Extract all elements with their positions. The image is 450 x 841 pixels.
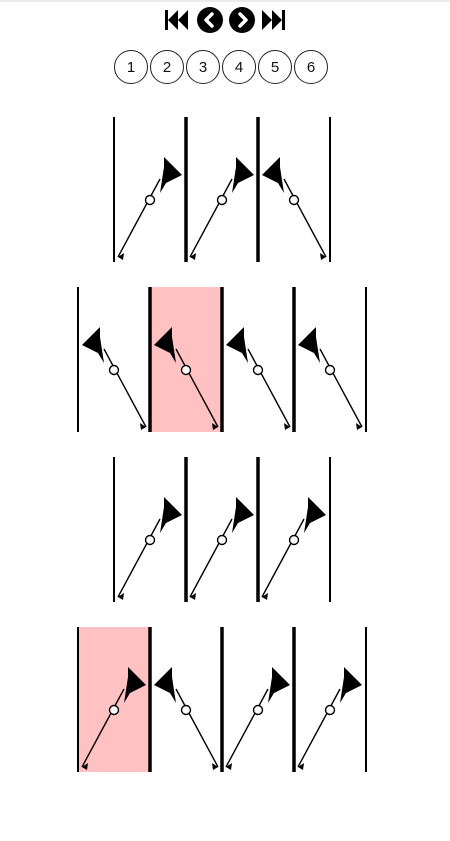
top-border	[0, 0, 450, 2]
joint-circle	[324, 364, 336, 376]
joint-circle	[144, 194, 156, 206]
stick-line	[189, 178, 233, 258]
stick-line	[247, 348, 291, 428]
notation-cell	[81, 667, 146, 770]
arrowhead-shape	[160, 157, 182, 193]
foot-tick	[82, 763, 88, 770]
arrowhead-shape	[268, 667, 290, 703]
skip-to-last-button[interactable]	[260, 6, 288, 34]
skip-to-last-icon	[262, 10, 285, 30]
page-selector: 1 2 3 4 5 6	[0, 50, 450, 86]
arrowhead-shape	[154, 327, 176, 363]
page-button-5[interactable]: 5	[258, 50, 292, 84]
arrowhead-shape	[340, 667, 362, 703]
notation-cell	[117, 497, 182, 600]
arrowhead-shape	[154, 667, 176, 703]
stick-line	[225, 688, 269, 768]
notation-row	[77, 627, 367, 772]
stick-line	[189, 518, 233, 598]
joint-circle	[180, 704, 192, 716]
previous-circle-icon	[197, 7, 223, 33]
notation-cell	[226, 327, 291, 430]
notation-cell	[82, 327, 147, 430]
highlighted-cell	[78, 627, 150, 772]
foot-tick	[226, 763, 232, 770]
stick-line	[175, 688, 219, 768]
foot-tick	[298, 763, 304, 770]
arrowhead-shape	[82, 327, 104, 363]
notation-row	[113, 117, 331, 262]
foot-tick	[212, 423, 218, 430]
foot-tick	[140, 423, 146, 430]
notation-cell	[154, 667, 219, 770]
joint-circle	[252, 704, 264, 716]
stick-line	[103, 348, 147, 428]
arrowhead-shape	[226, 327, 248, 363]
joint-circle	[108, 704, 120, 716]
joint-circle	[180, 364, 192, 376]
foot-tick	[118, 253, 124, 260]
stick-line	[297, 688, 341, 768]
next-circle-icon	[229, 7, 255, 33]
arrowhead-shape	[304, 497, 326, 533]
stick-line	[81, 688, 125, 768]
stick-line	[117, 178, 161, 258]
arrowhead-shape	[160, 497, 182, 533]
arrowhead-shape	[232, 157, 254, 193]
joint-circle	[144, 534, 156, 546]
stick-line	[283, 178, 327, 258]
page-button-2[interactable]: 2	[150, 50, 184, 84]
page-button-1[interactable]: 1	[114, 50, 148, 84]
skip-to-first-button[interactable]	[162, 6, 190, 34]
joint-circle	[288, 194, 300, 206]
joint-circle	[288, 534, 300, 546]
page-button-6[interactable]: 6	[294, 50, 328, 84]
page-button-4[interactable]: 4	[222, 50, 256, 84]
notation-cell	[261, 497, 326, 600]
foot-tick	[212, 763, 218, 770]
notation-cell	[225, 667, 290, 770]
arrowhead-shape	[298, 327, 320, 363]
foot-tick	[190, 593, 196, 600]
notation-row	[113, 457, 331, 602]
joint-circle	[216, 194, 228, 206]
foot-tick	[356, 423, 362, 430]
foot-tick	[262, 593, 268, 600]
page-button-3[interactable]: 3	[186, 50, 220, 84]
foot-tick	[190, 253, 196, 260]
arrowhead-shape	[124, 667, 146, 703]
joint-circle	[216, 534, 228, 546]
skip-to-first-icon	[165, 10, 188, 30]
stick-line	[319, 348, 363, 428]
navigation-bar	[0, 6, 450, 34]
notation-cell	[189, 497, 254, 600]
notation-cell	[154, 327, 219, 430]
highlighted-cell	[150, 287, 222, 432]
notation-cell	[298, 327, 363, 430]
foot-tick	[284, 423, 290, 430]
joint-circle	[324, 704, 336, 716]
notation-row	[77, 287, 367, 432]
foot-tick	[320, 253, 326, 260]
notation-cell	[117, 157, 182, 260]
joint-circle	[252, 364, 264, 376]
arrowhead-shape	[262, 157, 284, 193]
stick-line	[261, 518, 305, 598]
foot-tick	[118, 593, 124, 600]
notation-cell	[262, 157, 327, 260]
next-button[interactable]	[228, 6, 256, 34]
notation-cell	[297, 667, 362, 770]
stick-line	[117, 518, 161, 598]
notation-cell	[189, 157, 254, 260]
previous-button[interactable]	[196, 6, 224, 34]
arrowhead-shape	[232, 497, 254, 533]
stick-line	[175, 348, 219, 428]
joint-circle	[108, 364, 120, 376]
